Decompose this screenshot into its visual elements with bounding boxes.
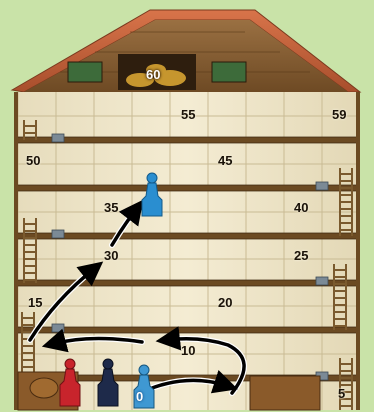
score-45: 45 [218,153,232,168]
score-40: 40 [294,200,308,215]
score-15: 15 [28,295,42,310]
score-30: 30 [104,248,118,263]
score-60: 60 [146,67,160,82]
score-25: 25 [294,248,308,263]
score-5: 5 [338,386,345,401]
score-0: 0 [136,389,143,404]
score-35: 35 [104,200,118,215]
score-20: 20 [218,295,232,310]
score-10: 10 [181,343,195,358]
score-50: 50 [26,153,40,168]
roof [12,10,360,92]
score-59: 59 [332,107,346,122]
score-55: 55 [181,107,195,122]
